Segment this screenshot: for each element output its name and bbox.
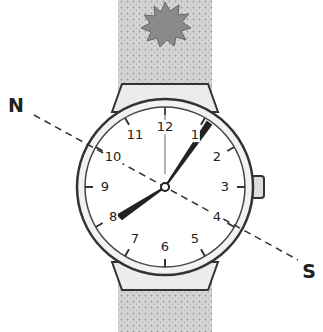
sun-symbol — [141, 2, 191, 47]
compass-letter: N — [7, 96, 25, 116]
north-south-line — [34, 115, 298, 260]
clock-numeral: 11 — [126, 128, 145, 142]
watch-face — [85, 107, 245, 267]
hour-tick — [237, 186, 245, 188]
clock-numeral: 2 — [212, 150, 222, 164]
clock-numeral: 4 — [212, 210, 222, 224]
clock-numeral: 10 — [104, 150, 123, 164]
hour-tick — [227, 223, 234, 227]
hour-tick — [125, 249, 129, 256]
hour-tick — [227, 147, 234, 151]
hour-tick — [96, 223, 103, 227]
hour-tick — [201, 249, 205, 256]
clock-numeral: 3 — [220, 180, 230, 194]
clock-numeral: 6 — [160, 240, 170, 254]
clock-numeral: 12 — [156, 120, 175, 134]
hour-ticks — [85, 107, 245, 267]
clock-numeral: 5 — [190, 232, 200, 246]
clock-numeral: 1 — [190, 128, 200, 142]
compass-letter: S — [301, 262, 317, 282]
hand-pivot — [161, 183, 169, 191]
sun-direction-line — [165, 107, 166, 174]
hour-tick — [164, 259, 166, 267]
hour-hand — [118, 187, 165, 219]
hour-tick — [85, 186, 93, 188]
clock-numeral: 8 — [108, 210, 118, 224]
clock-numeral: 7 — [130, 232, 140, 246]
hour-tick — [125, 118, 129, 125]
watch-case — [77, 99, 253, 275]
clock-numeral: 9 — [100, 180, 110, 194]
hour-tick — [201, 118, 205, 125]
